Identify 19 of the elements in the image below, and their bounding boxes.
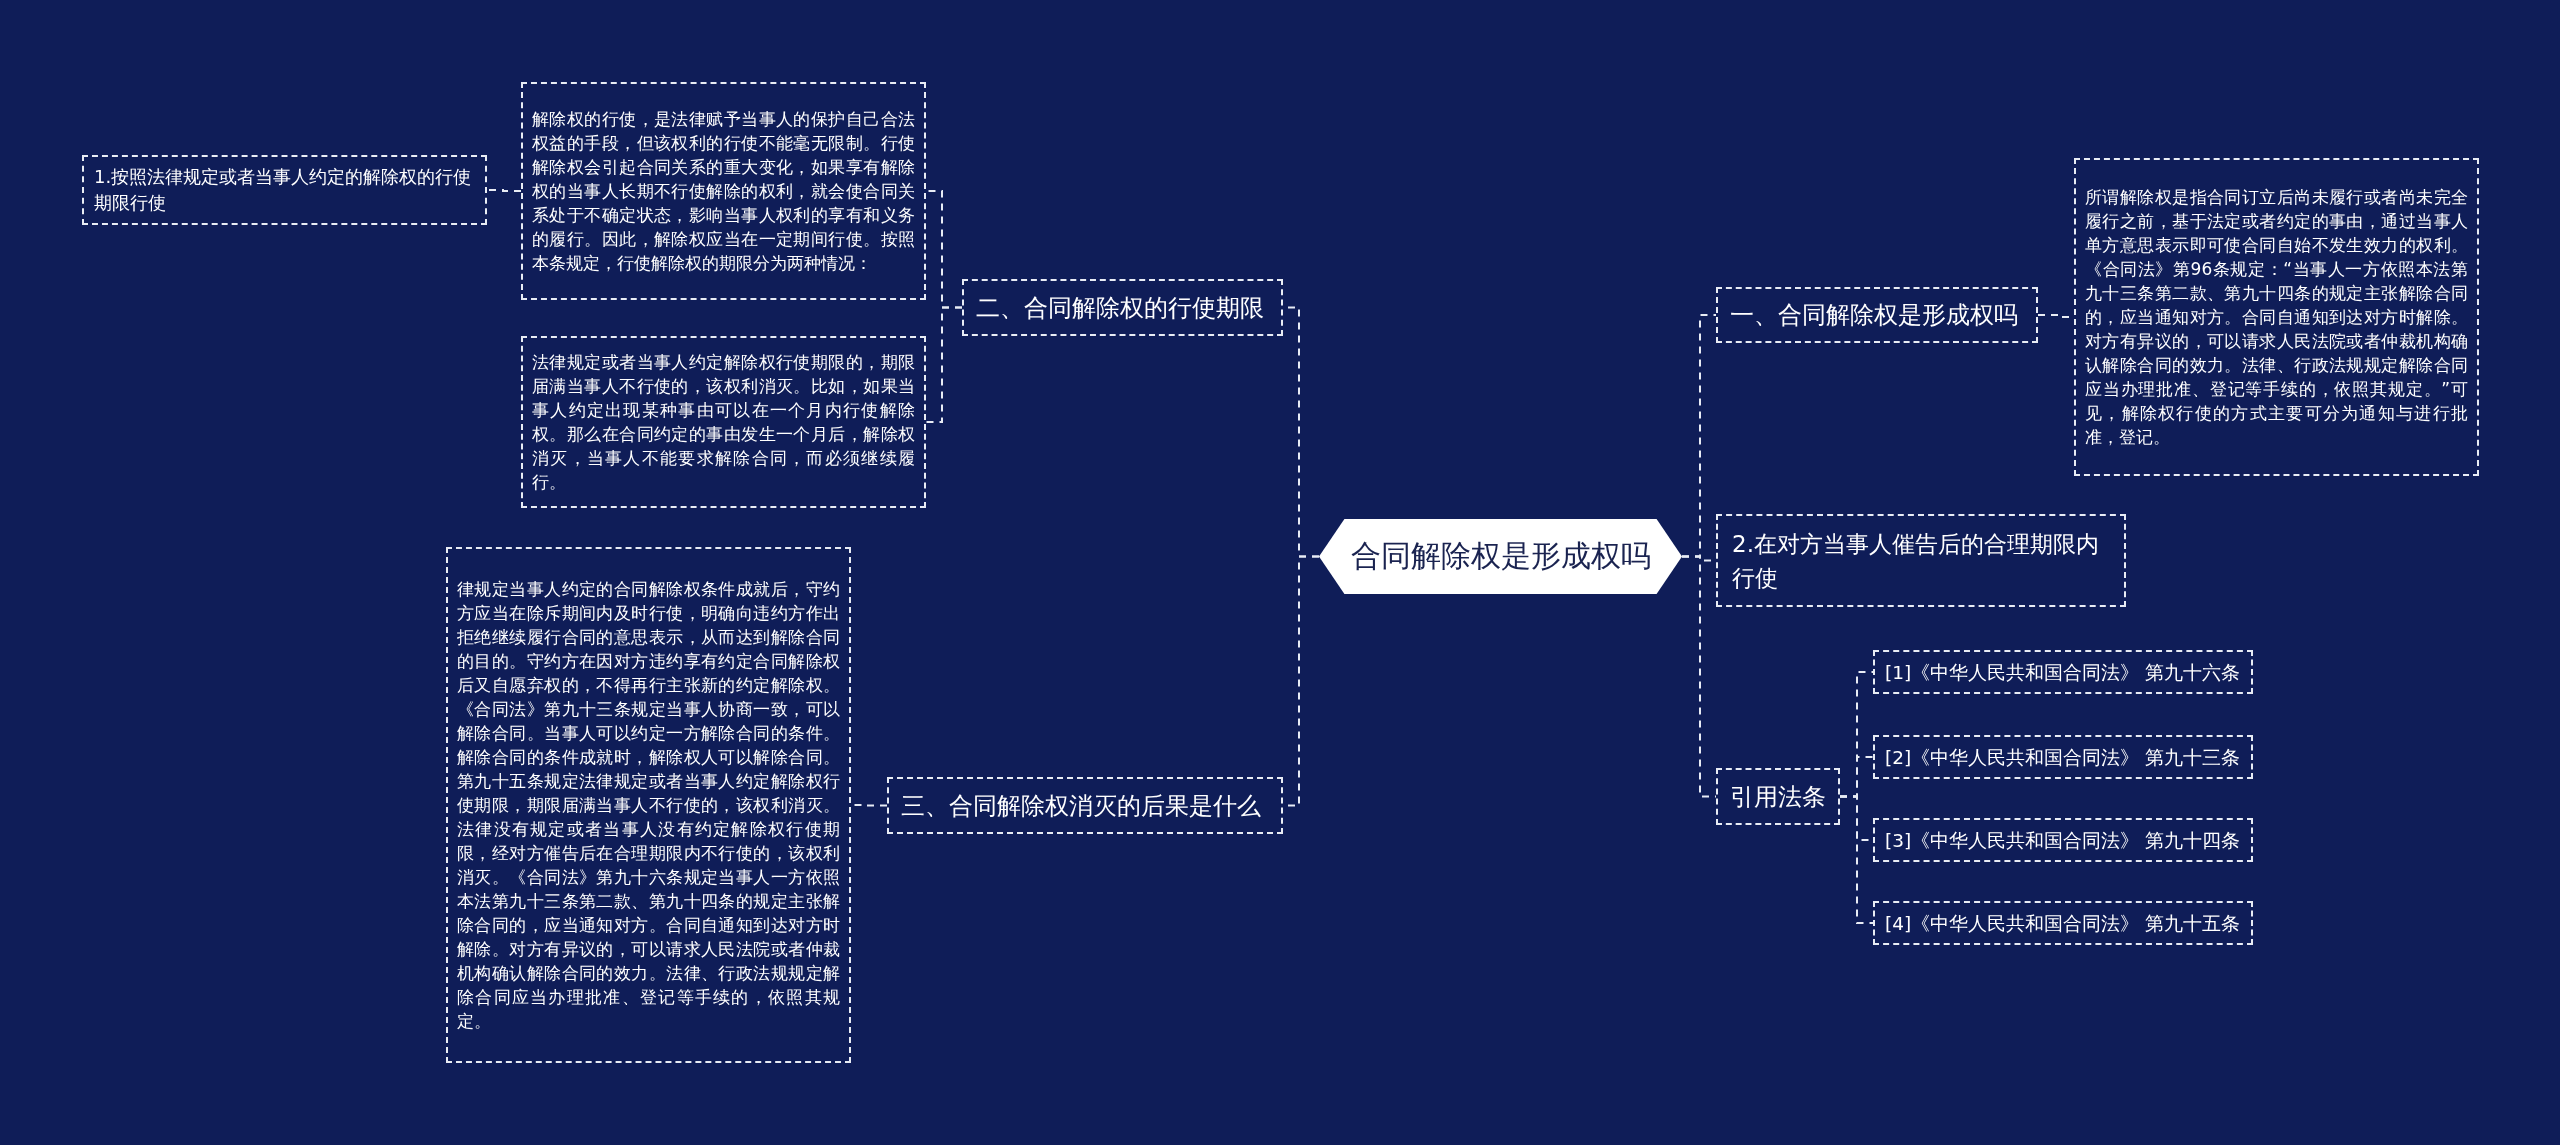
connector-line bbox=[1681, 555, 1717, 798]
reference-box: [3]《中华人民共和国合同法》 第九十四条 bbox=[1873, 818, 2253, 862]
reference-box: [4]《中华人民共和国合同法》 第九十五条 bbox=[1873, 901, 2253, 945]
topic-box: 引用法条 bbox=[1716, 768, 1840, 825]
connector-line bbox=[1839, 795, 1874, 924]
connector-line bbox=[925, 306, 963, 423]
reference-box: [1]《中华人民共和国合同法》 第九十六条 bbox=[1873, 650, 2253, 694]
reference-box: [2]《中华人民共和国合同法》 第九十三条 bbox=[1873, 735, 2253, 779]
topic-box: 三、合同解除权消灭的后果是什么 bbox=[887, 777, 1283, 834]
paragraph-box: 法律规定或者当事人约定解除权行使期限的，期限届满当事人不行使的，该权利消灭。比如，如果当事人约定出现某种事由可以在一个月内行使解除权。那么在合同约定的事由发生一个月后，解除权消灭，当事人不能要求解除合同，而必须继续履行。 bbox=[521, 336, 926, 508]
topic-box: 二、合同解除权的行使期限 bbox=[962, 279, 1283, 336]
topic-box: 1.按照法律规定或者当事人约定的解除权的行使期限行使 bbox=[82, 155, 487, 225]
paragraph-box: 解除权的行使，是法律赋予当事人的保护自己合法权益的手段，但该权利的行使不能毫无限制。行使解除权会引起合同关系的重大变化，如果享有解除权的当事人长期不行使解除的权利，就会使合同关系处于不确定状态，影响当事人权利的享有和义务的履行。因此，解除权应当在一定期间行使。按照本条规定，行使解除权的期限分为两种情况： bbox=[521, 82, 926, 300]
central-topic: 合同解除权是形成权吗 bbox=[1319, 519, 1682, 594]
connector-line bbox=[486, 189, 522, 192]
topic-box: 2.在对方当事人催告后的合理期限内行使 bbox=[1716, 514, 2126, 607]
topic-box: 一、合同解除权是形成权吗 bbox=[1716, 287, 2038, 343]
paragraph-box: 律规定当事人约定的合同解除权条件成就后，守约方应当在除斥期间内及时行使，明确向违约方作出拒绝继续履行合同的意思表示，从而达到解除合同的目的。守约方在因对方违约享有约定合同解除权后又自愿弃权的，不得再行主张新的约定解除权。《合同法》第九十三条规定当事人协商一致，可以解除合同。当事人可以约定一方解除合同的条件。解除合同的条件成就时，解除权人可以解除合同。第九十五条规定法律规定或者当事人约定解除权行使期限，期限届满当事人不行使的，该权利消灭。法律没有规定或者当事人没有约定解除权行使期限，经对方催告后在合理期限内不行使的，该权利消灭。《合同法》第九十六条规定当事人一方依照本法第九十三条第二款、第九十四条的规定主张解除合同的，应当通知对方。合同自通知到达对方时解除。对方有异议的，可以请求人民法院或者仲裁机构确认解除合同的效力。法律、行政法规规定解除合同应当办理批准、登记等手续的，依照其规定。 bbox=[446, 547, 851, 1063]
paragraph-box: 所谓解除权是指合同订立后尚未履行或者尚未完全履行之前，基于法定或者约定的事由，通过当事人单方意思表示即可使合同自始不发生效力的权利。《合同法》第96条规定：“当事人一方依照本法第九十三条第二款、第九十四条的规定主张解除合同的，应当通知对方。合同自通知到达对方时解除。对方有异议的，可以请求人民法院或者仲裁机构确认解除合同的效力。法律、行政法规规定解除合同应当办理批准、登记等手续的，依照其规定。”可见，解除权行使的方式主要可分为通知与进行批准，登记。 bbox=[2074, 158, 2479, 476]
